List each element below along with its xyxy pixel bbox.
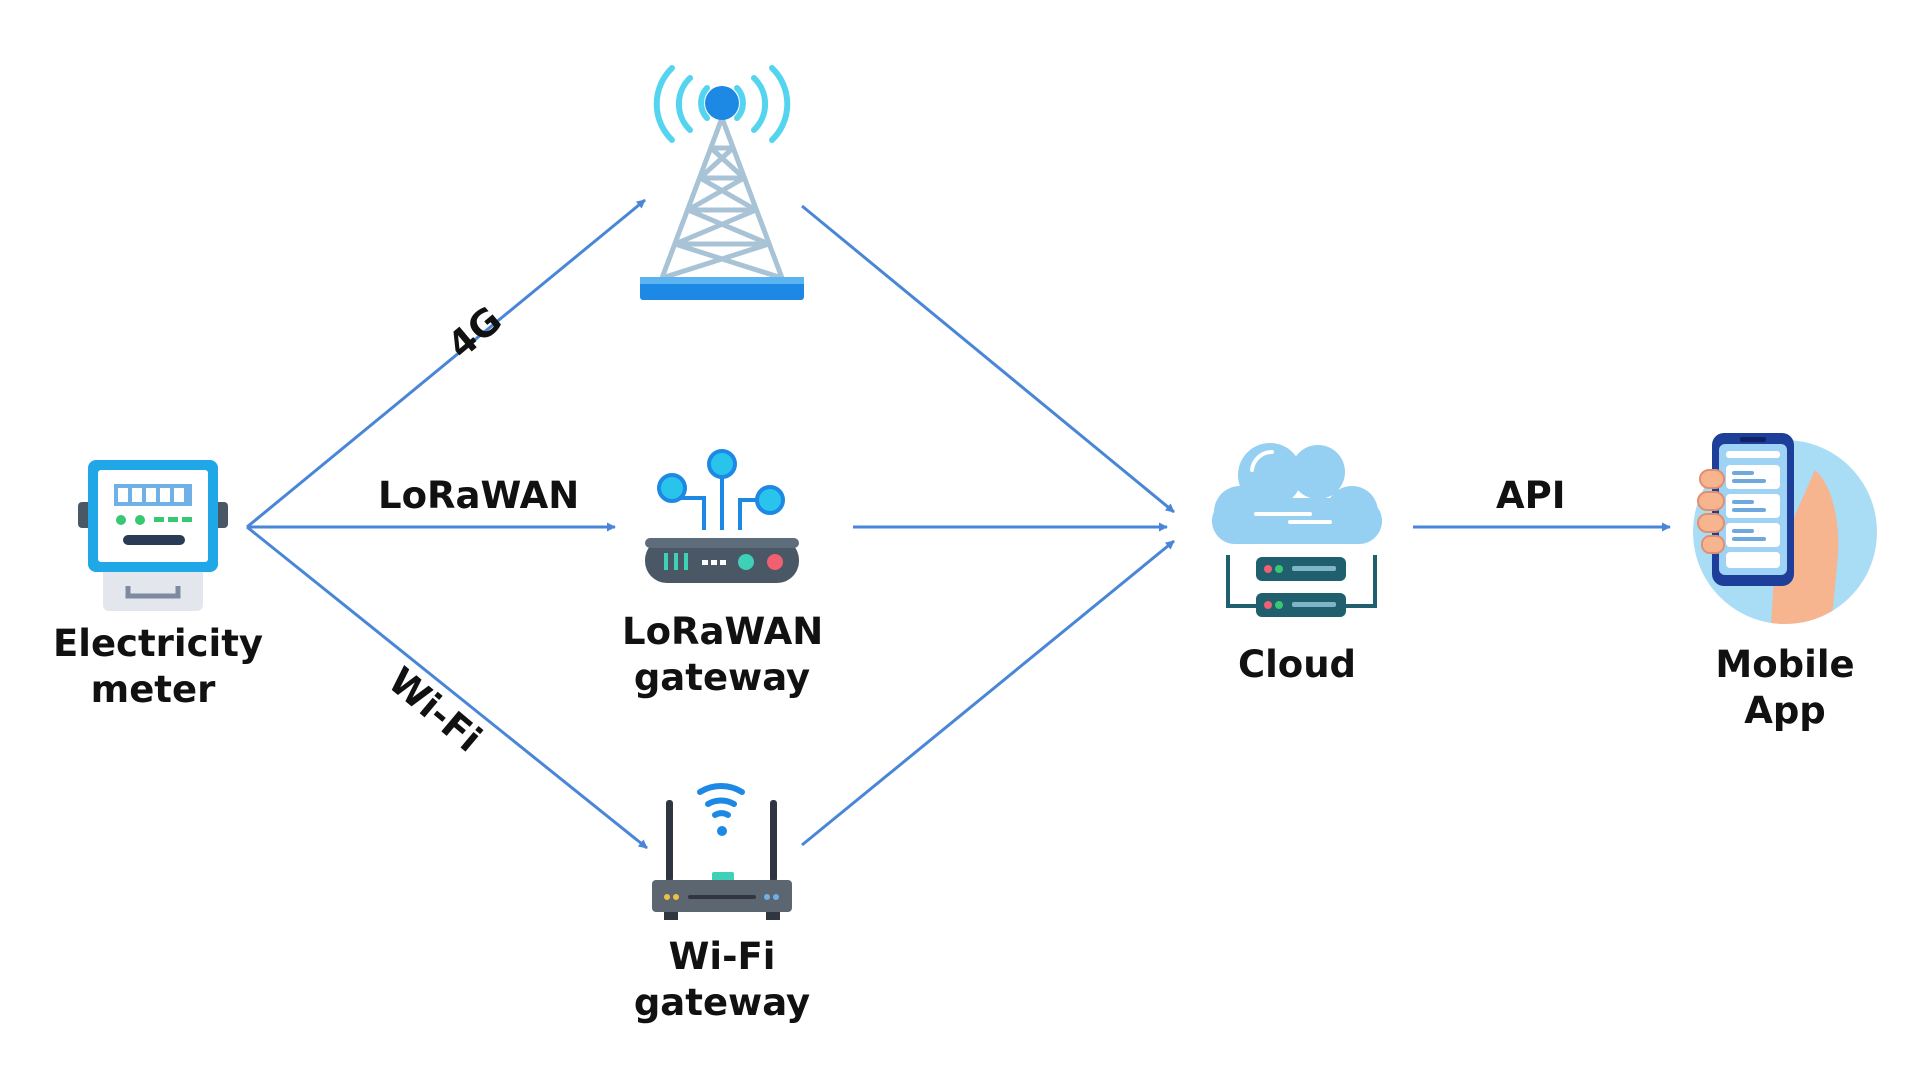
- edge-label-lorawan: LoRaWAN: [378, 474, 580, 517]
- wifi-router-icon: [652, 783, 792, 920]
- lorawan-gateway-label: LoRaWAN gateway: [622, 609, 824, 701]
- electricity-meter-label-line1: Electricity: [53, 622, 264, 665]
- cloud-label: Cloud: [1197, 642, 1397, 688]
- cell-tower-icon: [640, 65, 804, 300]
- arrow-wifi-to-cloud: [801, 539, 1175, 847]
- mobile-phone-icon: [1693, 433, 1877, 624]
- arrow-meter-to-wifi: [246, 525, 648, 850]
- cloud-label-text: Cloud: [1237, 643, 1357, 686]
- mobile-app-label-line1: Mobile: [1715, 643, 1855, 686]
- wifi-gateway-label-line2: gateway: [633, 981, 811, 1024]
- mobile-app-label-line2: App: [1744, 689, 1826, 732]
- wifi-gateway-label: Wi-Fi gateway: [622, 934, 822, 1026]
- arrow-meter-to-tower: [246, 198, 646, 529]
- lorawan-gateway-label-line2: gateway: [633, 656, 811, 699]
- arrow-tower-to-cloud: [801, 204, 1175, 514]
- mobile-app-label: Mobile App: [1685, 642, 1885, 734]
- cloud-server-icon: [1212, 443, 1382, 617]
- lorawan-gateway-label-line1: LoRaWAN: [622, 610, 824, 653]
- edge-label-api: API: [1496, 474, 1566, 517]
- electricity-meter-label: Electricity meter: [53, 621, 264, 713]
- lorawan-gateway-icon: [645, 449, 799, 583]
- electricity-meter-icon: [78, 460, 228, 611]
- wifi-gateway-label-line1: Wi-Fi: [668, 935, 776, 978]
- electricity-meter-label-line2: meter: [90, 668, 216, 711]
